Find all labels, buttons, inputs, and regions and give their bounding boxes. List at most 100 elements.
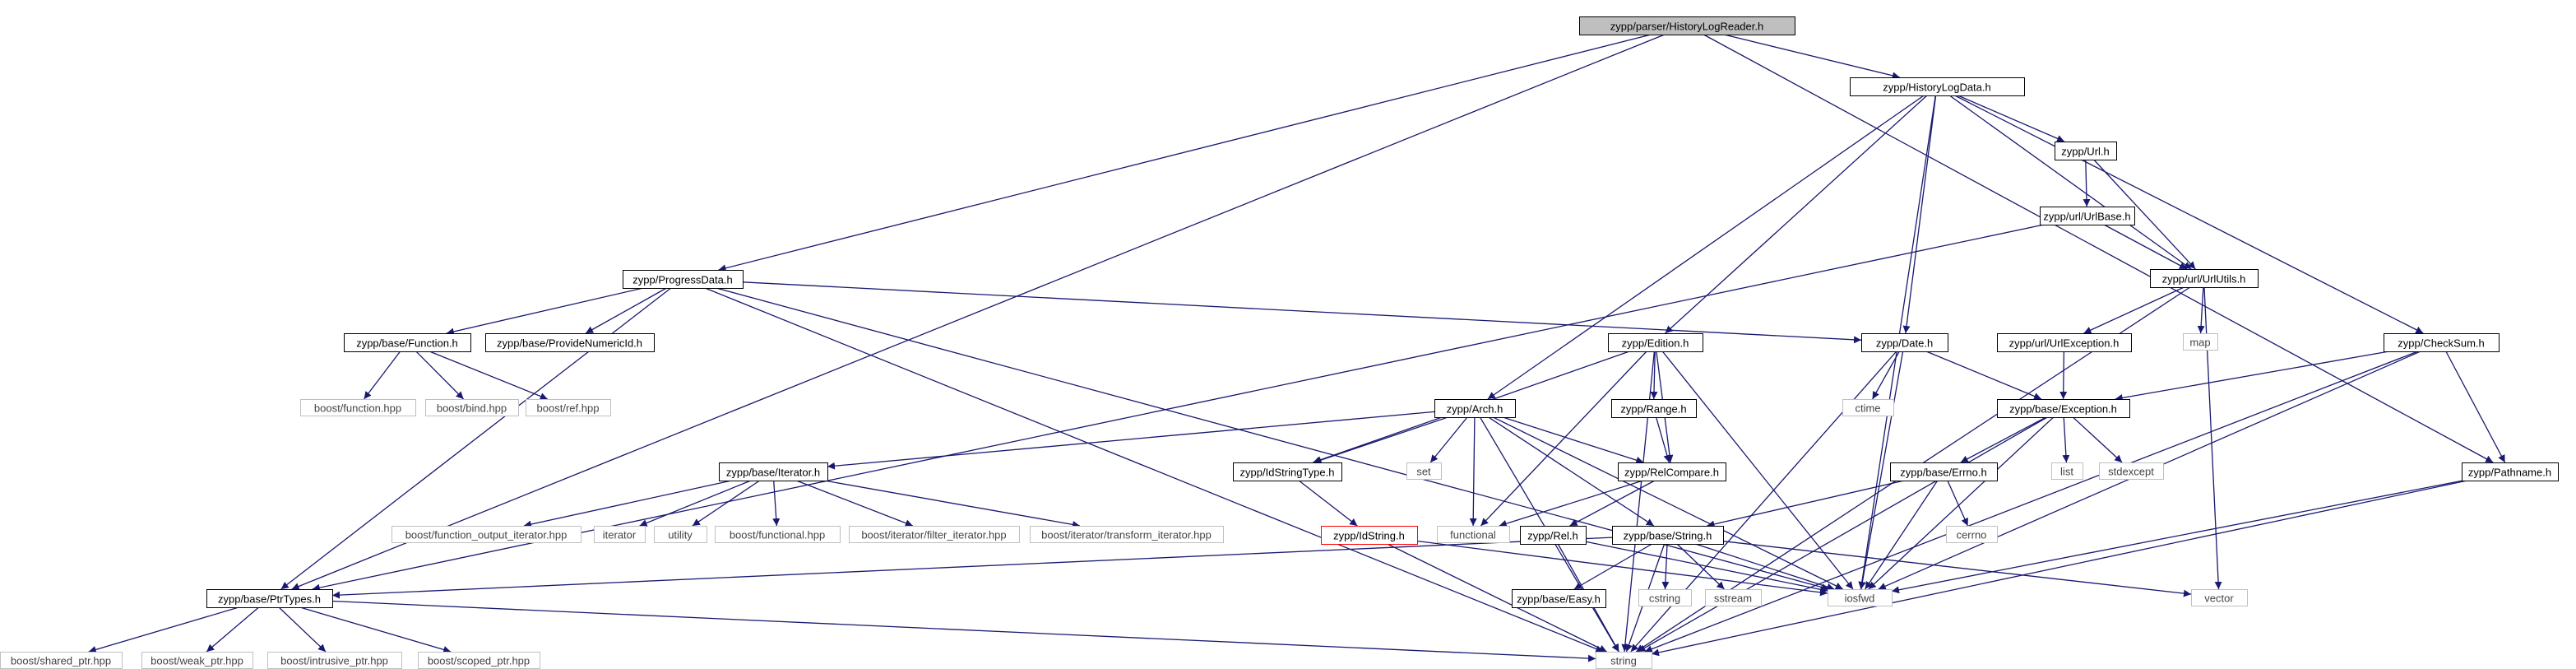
edge-exception-to-errno	[1960, 416, 2047, 463]
node-rel[interactable]: zypp/Rel.h	[1520, 526, 1587, 545]
node-edition[interactable]: zypp/Edition.h	[1608, 333, 1703, 352]
node-bbind[interactable]: boost/bind.hpp	[425, 399, 519, 416]
edge-arch-to-string_h	[1488, 416, 1655, 527]
node-bshared[interactable]: boost/shared_ptr.hpp	[0, 652, 123, 669]
node-box	[2040, 207, 2135, 225]
node-cerrno[interactable]: cerrno	[1946, 526, 1998, 543]
node-string[interactable]: string	[1596, 652, 1652, 669]
edge-progress-to-date	[742, 281, 1862, 344]
node-label: map	[2189, 337, 2210, 349]
node-urlutils[interactable]: zypp/url/UrlUtils.h	[2150, 269, 2259, 288]
node-box	[1579, 16, 1795, 35]
edge-urlutils-to-urlexc	[2083, 286, 2185, 334]
node-progress[interactable]: zypp/ProgressData.h	[623, 270, 744, 289]
node-label: string	[1610, 655, 1637, 667]
node-bscoped[interactable]: boost/scoped_ptr.hpp	[418, 652, 540, 669]
edge-history-to-checksum	[1954, 95, 2424, 334]
edge-edition-to-range	[1650, 351, 1658, 400]
node-range[interactable]: zypp/Range.h	[1611, 399, 1697, 418]
node-utility[interactable]: utility	[654, 526, 707, 543]
node-btransform[interactable]: boost/iterator/transform_iterator.hpp	[1030, 526, 1224, 543]
node-bintrusive[interactable]: boost/intrusive_ptr.hpp	[267, 652, 402, 669]
node-label: list	[2060, 466, 2073, 478]
edge-urlutils-to-vector	[2203, 286, 2222, 590]
edge-history-to-arch	[1487, 95, 1925, 400]
node-date[interactable]: zypp/Date.h	[1861, 333, 1948, 352]
edge-pathname-to-iosfwd	[1891, 480, 2463, 594]
edge-root-to-history	[1724, 34, 1900, 80]
node-iosfwd[interactable]: iosfwd	[1828, 589, 1893, 606]
node-vector[interactable]: vector	[2191, 589, 2248, 606]
node-bweak[interactable]: boost/weak_ptr.hpp	[141, 652, 253, 669]
edge-progress-to-string	[704, 287, 1604, 653]
edge-errno-to-string_h	[1707, 480, 1905, 528]
node-easy[interactable]: zypp/base/Easy.h	[1512, 589, 1606, 608]
edge-ptrtypes-to-bscoped	[299, 606, 452, 653]
node-providenum[interactable]: zypp/base/ProvideNumericId.h	[485, 333, 655, 352]
node-functional[interactable]: functional	[1437, 526, 1510, 543]
node-label: boost/function.hpp	[314, 402, 401, 415]
node-bref[interactable]: boost/ref.hpp	[526, 399, 611, 416]
edge-date-to-iosfwd	[1858, 351, 1904, 590]
node-pathname[interactable]: zypp/Pathname.h	[2462, 462, 2559, 481]
node-checksum[interactable]: zypp/CheckSum.h	[2384, 333, 2500, 352]
node-label: zypp/Url.h	[2061, 146, 2110, 158]
node-map[interactable]: map	[2183, 333, 2218, 351]
edge-errno-to-cerrno	[1947, 480, 1969, 527]
node-string_h[interactable]: zypp/base/String.h	[1612, 526, 1724, 545]
edge-edition-to-functional	[1480, 351, 1647, 527]
node-function[interactable]: zypp/base/Function.h	[344, 333, 471, 352]
node-box	[1850, 77, 2025, 96]
node-url[interactable]: zypp/Url.h	[2055, 142, 2117, 160]
node-set[interactable]: set	[1406, 462, 1442, 480]
node-label: cerrno	[1957, 529, 1987, 541]
node-box	[715, 526, 841, 543]
node-iterator[interactable]: zypp/base/Iterator.h	[719, 462, 828, 481]
edge-root-to-ptrtypes	[291, 34, 1666, 590]
node-box	[1406, 462, 1442, 480]
node-sstream[interactable]: sstream	[1705, 589, 1762, 606]
node-idstringtype[interactable]: zypp/IdStringType.h	[1233, 462, 1342, 481]
node-bfoi[interactable]: boost/function_output_iterator.hpp	[391, 526, 581, 543]
node-label: boost/iterator/transform_iterator.hpp	[1041, 529, 1212, 541]
node-ctime[interactable]: ctime	[1842, 399, 1894, 416]
node-ptrtypes[interactable]: zypp/base/PtrTypes.h	[206, 589, 333, 608]
node-bfunction[interactable]: boost/function.hpp	[300, 399, 416, 416]
edge-edition-to-iosfwd	[1661, 351, 1854, 590]
node-label: zypp/ProgressData.h	[632, 274, 732, 286]
node-iteratorstd[interactable]: iterator	[594, 526, 646, 543]
node-arch[interactable]: zypp/Arch.h	[1434, 399, 1516, 418]
node-label: cstring	[1649, 592, 1680, 605]
node-box	[485, 333, 655, 352]
node-label: boost/functional.hpp	[730, 529, 825, 541]
node-box	[2462, 462, 2559, 481]
node-idstring[interactable]: zypp/IdString.h	[1321, 526, 1418, 545]
node-label: utility	[668, 529, 693, 541]
node-box	[1612, 526, 1724, 545]
node-box	[2051, 462, 2083, 480]
node-label: boost/shared_ptr.hpp	[11, 655, 111, 667]
node-bfunctional[interactable]: boost/functional.hpp	[715, 526, 841, 543]
node-relcompare[interactable]: zypp/RelCompare.h	[1618, 462, 1726, 481]
node-cstring[interactable]: cstring	[1638, 589, 1692, 606]
edge-url-to-urlbase	[2083, 159, 2091, 207]
node-urlexc[interactable]: zypp/url/UrlException.h	[1997, 333, 2132, 352]
node-errno[interactable]: zypp/base/Errno.h	[1890, 462, 1998, 481]
edge-history-to-edition	[1665, 95, 1928, 334]
node-root[interactable]: zypp/parser/HistoryLogReader.h	[1579, 16, 1795, 35]
node-stdexcept[interactable]: stdexcept	[2099, 462, 2164, 480]
node-box	[1321, 526, 1418, 545]
node-bfilter[interactable]: boost/iterator/filter_iterator.hpp	[849, 526, 1020, 543]
edge-exception-to-string	[1638, 416, 2048, 653]
node-box	[391, 526, 581, 543]
edge-history-to-urlutils	[1948, 95, 2192, 270]
edge-ptrtypes-to-bweak	[206, 606, 260, 653]
edge-url-to-urlutils	[2093, 159, 2196, 270]
node-box	[1618, 462, 1726, 481]
node-history[interactable]: zypp/HistoryLogData.h	[1850, 77, 2025, 96]
node-box	[1638, 589, 1692, 606]
node-list[interactable]: list	[2051, 462, 2083, 480]
node-urlbase[interactable]: zypp/url/UrlBase.h	[2040, 207, 2135, 225]
node-exception[interactable]: zypp/base/Exception.h	[1997, 399, 2130, 418]
node-box	[2384, 333, 2500, 352]
